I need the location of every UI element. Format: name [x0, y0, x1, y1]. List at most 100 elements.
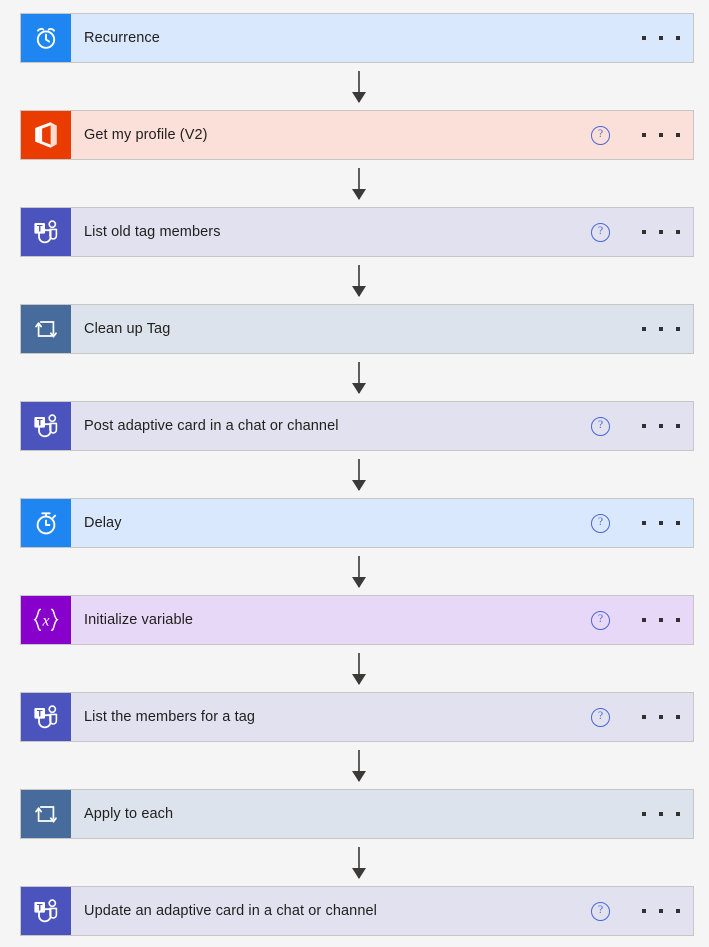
- help-icon[interactable]: ?: [591, 707, 610, 727]
- flow-step-title: Recurrence: [84, 29, 160, 46]
- more-options-icon[interactable]: [642, 715, 680, 719]
- stopwatch-icon: [21, 499, 71, 547]
- help-icon[interactable]: ?: [591, 610, 610, 630]
- flow-step-actions: ?: [591, 305, 693, 353]
- flow-connector-arrow: [352, 556, 366, 588]
- flow-step-title-area: Get my profile (V2): [71, 111, 591, 159]
- flow-step-card[interactable]: Apply to each?: [20, 789, 694, 839]
- dot: [676, 715, 680, 719]
- flow-step-actions: ?: [591, 596, 693, 644]
- connector-line: [358, 71, 360, 102]
- connector-line: [358, 362, 360, 393]
- flow-step-card[interactable]: x Initialize variable?: [20, 595, 694, 645]
- dot: [676, 521, 680, 525]
- dot: [676, 230, 680, 234]
- svg-text:T: T: [37, 901, 43, 912]
- svg-text:T: T: [37, 222, 43, 233]
- connector-arrowhead: [352, 674, 366, 685]
- connector-line: [358, 847, 360, 878]
- dot: [642, 327, 646, 331]
- dot: [676, 909, 680, 913]
- flow-step-actions: ?: [591, 499, 693, 547]
- dot: [642, 36, 646, 40]
- svg-text:T: T: [37, 707, 43, 718]
- dot: [676, 424, 680, 428]
- flow-connector-arrow: [352, 459, 366, 491]
- connector-arrowhead: [352, 286, 366, 297]
- more-options-icon[interactable]: [642, 521, 680, 525]
- microsoft-teams-icon: T: [21, 402, 71, 450]
- dot: [676, 618, 680, 622]
- help-icon[interactable]: ?: [591, 222, 610, 242]
- more-options-icon[interactable]: [642, 327, 680, 331]
- dot: [642, 909, 646, 913]
- flow-step-actions: ?: [591, 887, 693, 935]
- help-icon[interactable]: ?: [591, 416, 610, 436]
- flow-step-card[interactable]: Clean up Tag?: [20, 304, 694, 354]
- flow-step-title-area: Post adaptive card in a chat or channel: [71, 402, 591, 450]
- help-icon[interactable]: ?: [591, 513, 610, 533]
- flow-connector-arrow: [352, 168, 366, 200]
- more-options-icon[interactable]: [642, 230, 680, 234]
- flow-step-card[interactable]: Delay?: [20, 498, 694, 548]
- dot: [642, 715, 646, 719]
- dot: [659, 909, 663, 913]
- more-options-icon[interactable]: [642, 36, 680, 40]
- connector-arrowhead: [352, 480, 366, 491]
- svg-text:T: T: [37, 416, 43, 427]
- more-options-icon[interactable]: [642, 133, 680, 137]
- flow-step-title-area: Clean up Tag: [71, 305, 591, 353]
- more-options-icon[interactable]: [642, 424, 680, 428]
- flow-step-card[interactable]: T Update an adaptive card in a chat or ch…: [20, 886, 694, 936]
- flow-step-actions: ?: [591, 790, 693, 838]
- dot: [676, 133, 680, 137]
- flow-step-title: Get my profile (V2): [84, 126, 208, 143]
- flow-step-card[interactable]: Get my profile (V2)?: [20, 110, 694, 160]
- dot: [659, 133, 663, 137]
- microsoft-teams-icon: T: [21, 693, 71, 741]
- dot: [659, 521, 663, 525]
- dot: [659, 327, 663, 331]
- flow-step-title: Clean up Tag: [84, 320, 171, 337]
- more-options-icon[interactable]: [642, 812, 680, 816]
- dot: [642, 812, 646, 816]
- dot: [642, 618, 646, 622]
- more-options-icon[interactable]: [642, 909, 680, 913]
- flow-step-title: Initialize variable: [84, 611, 194, 628]
- flow-step-title: List the members for a tag: [84, 708, 256, 725]
- flow-step-actions: ?: [591, 402, 693, 450]
- connector-line: [358, 750, 360, 781]
- dot: [659, 36, 663, 40]
- svg-text:x: x: [42, 612, 50, 629]
- connector-arrowhead: [352, 383, 366, 394]
- flow-step-card[interactable]: T Post adaptive card in a chat or channel…: [20, 401, 694, 451]
- connector-arrowhead: [352, 577, 366, 588]
- flow-step-title-area: Initialize variable: [71, 596, 591, 644]
- microsoft-teams-icon: T: [21, 208, 71, 256]
- dot: [642, 424, 646, 428]
- flow-step-card[interactable]: T List old tag members?: [20, 207, 694, 257]
- dot: [642, 521, 646, 525]
- flow-step-card[interactable]: T List the members for a tag?: [20, 692, 694, 742]
- dot: [659, 812, 663, 816]
- dot: [676, 812, 680, 816]
- dot: [659, 715, 663, 719]
- flow-step-title-area: Update an adaptive card in a chat or cha…: [71, 887, 591, 935]
- flow-step-actions: ?: [591, 208, 693, 256]
- flow-step-title: Delay: [84, 514, 122, 531]
- connector-line: [358, 459, 360, 490]
- connector-arrowhead: [352, 771, 366, 782]
- flow-step-title-area: List old tag members: [71, 208, 591, 256]
- connector-line: [358, 653, 360, 684]
- connector-line: [358, 265, 360, 296]
- flow-step-card[interactable]: Recurrence?: [20, 13, 694, 63]
- flow-step-title-area: Delay: [71, 499, 591, 547]
- dot: [676, 36, 680, 40]
- more-options-icon[interactable]: [642, 618, 680, 622]
- flow-step-title-area: Recurrence: [71, 14, 591, 62]
- help-icon[interactable]: ?: [591, 901, 610, 921]
- connector-arrowhead: [352, 868, 366, 879]
- flow-step-title: Apply to each: [84, 805, 174, 822]
- flow-step-actions: ?: [591, 14, 693, 62]
- help-icon[interactable]: ?: [591, 125, 610, 145]
